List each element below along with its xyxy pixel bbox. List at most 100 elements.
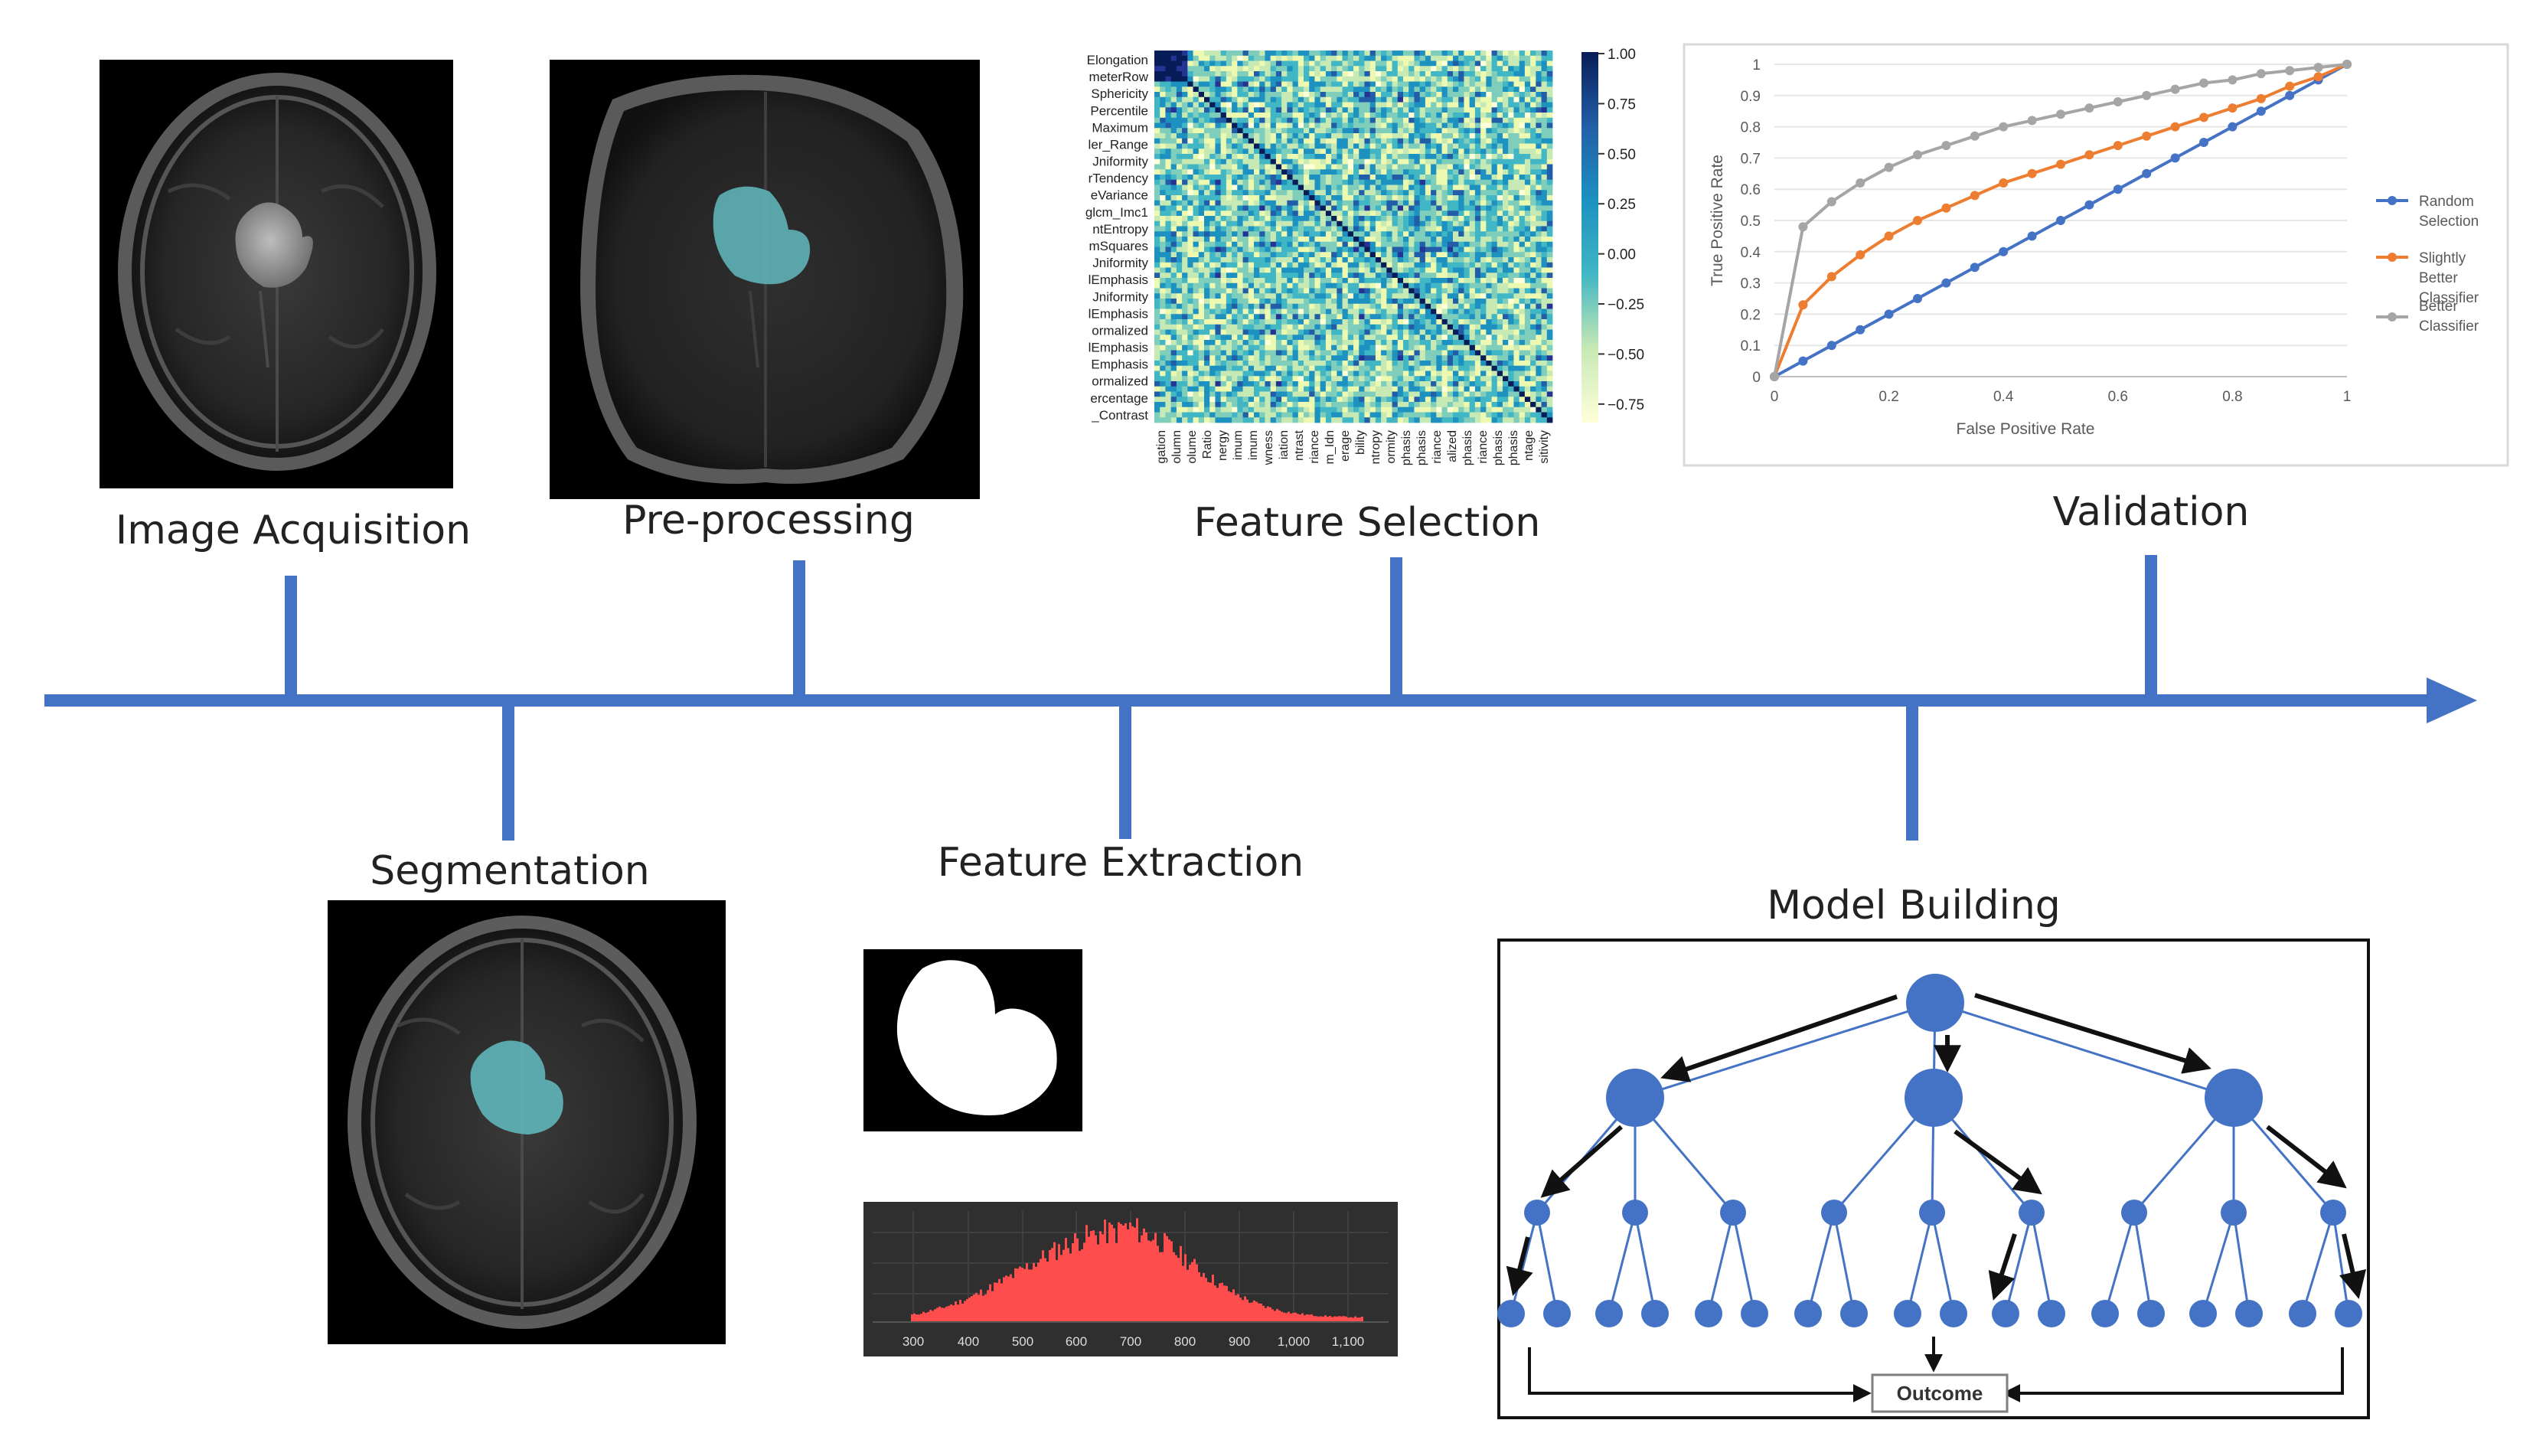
heatmap-cell (1425, 231, 1431, 237)
heatmap-cell (1259, 113, 1265, 119)
heatmap-cell (1474, 237, 1481, 243)
heatmap-cell (1425, 293, 1431, 299)
heatmap-cell (1270, 179, 1277, 185)
heatmap-cell (1381, 164, 1387, 170)
heatmap-cell (1314, 355, 1321, 361)
heatmap-cell (1541, 51, 1548, 57)
heatmap-cell (1369, 371, 1376, 377)
heatmap-cell (1458, 102, 1464, 108)
heatmap-cell (1359, 381, 1365, 387)
heatmap-cell (1220, 241, 1227, 247)
heatmap-cell (1281, 60, 1288, 67)
heatmap-cell (1431, 143, 1437, 149)
heatmap-cell (1419, 76, 1426, 82)
heatmap-cell (1275, 117, 1282, 123)
heatmap-cell (1275, 216, 1282, 222)
heatmap-cell (1364, 350, 1371, 356)
heatmap-cell (1425, 314, 1431, 320)
heatmap-cell (1160, 60, 1166, 67)
heatmap-cell (1254, 149, 1260, 155)
heatmap-cell (1215, 335, 1222, 341)
heatmap-cell (1198, 231, 1205, 237)
heatmap-cell (1524, 329, 1531, 335)
heatmap-cell (1386, 262, 1392, 268)
heatmap-cell (1425, 273, 1431, 279)
heatmap-cell (1491, 87, 1498, 93)
heatmap-cell (1237, 299, 1243, 305)
heatmap-cell (1386, 288, 1392, 294)
heatmap-cell (1369, 220, 1376, 227)
heatmap-cell (1353, 158, 1359, 165)
heatmap-cell (1524, 216, 1531, 222)
heatmap-cell (1165, 386, 1172, 392)
heatmap-cell (1215, 205, 1222, 211)
heatmap-cell (1242, 309, 1249, 315)
heatmap-cell (1331, 365, 1337, 371)
heatmap-cell (1320, 81, 1327, 87)
heatmap-cell (1232, 51, 1238, 57)
heatmap-cell (1254, 262, 1260, 268)
heatmap-cell (1408, 303, 1415, 309)
heatmap-cell (1541, 211, 1548, 217)
heatmap-cell (1441, 195, 1448, 201)
heatmap-cell (1165, 391, 1172, 397)
heatmap-cell (1275, 179, 1282, 185)
heatmap-cell (1491, 51, 1498, 57)
heatmap-cell (1198, 158, 1205, 165)
heatmap-cell (1414, 319, 1421, 325)
heatmap-cell (1248, 237, 1255, 243)
heatmap-cell (1292, 288, 1299, 294)
heatmap-cell (1386, 267, 1392, 273)
heatmap-cell (1369, 267, 1376, 273)
heatmap-cell (1403, 231, 1409, 237)
heatmap-cell (1265, 226, 1271, 232)
heatmap-cell (1408, 241, 1415, 247)
heatmap-cell (1248, 200, 1255, 206)
heatmap-cell (1337, 66, 1343, 72)
heatmap-cell (1275, 226, 1282, 232)
heatmap-cell (1503, 220, 1509, 227)
heatmap-cell (1546, 205, 1553, 211)
heatmap-cell (1359, 237, 1365, 243)
heatmap-cell (1447, 376, 1454, 382)
heatmap-cell (1320, 344, 1327, 351)
heatmap-cell (1546, 335, 1553, 341)
heatmap-cell (1431, 211, 1437, 217)
heatmap-cell (1154, 92, 1160, 98)
heatmap-cell (1270, 92, 1277, 98)
heatmap-cell (1497, 262, 1503, 268)
heatmap-cell (1536, 288, 1542, 294)
heatmap-cell (1469, 340, 1476, 346)
heatmap-cell (1381, 386, 1387, 392)
heatmap-cell (1458, 184, 1464, 191)
heatmap-cell (1480, 211, 1487, 217)
heatmap-cell (1292, 231, 1299, 237)
histogram-bar (1088, 1236, 1090, 1322)
heatmap-cell (1314, 309, 1321, 315)
heatmap-cell (1441, 246, 1448, 253)
heatmap-cell (1408, 51, 1415, 57)
heatmap-cell (1204, 66, 1210, 72)
heatmap-cell (1331, 133, 1337, 139)
heatmap-cell (1474, 371, 1481, 377)
heatmap-cell (1436, 376, 1442, 382)
heatmap-cell (1524, 164, 1531, 170)
heatmap-cell (1425, 262, 1431, 268)
heatmap-cell (1431, 386, 1437, 392)
heatmap-cell (1337, 361, 1343, 367)
heatmap-cell (1342, 200, 1349, 206)
heatmap-cell (1469, 262, 1476, 268)
heatmap-cell (1408, 381, 1415, 387)
heatmap-cell (1215, 299, 1222, 305)
heatmap-cell (1425, 340, 1431, 346)
heatmap-cell (1480, 60, 1487, 67)
heatmap-cell (1314, 237, 1321, 243)
heatmap-cell (1182, 293, 1188, 299)
heatmap-cell (1309, 319, 1315, 325)
heatmap-cell (1414, 267, 1421, 273)
heatmap-cell (1392, 282, 1399, 289)
histogram-bar (1145, 1232, 1147, 1322)
stage-label-validation: Validation (2053, 489, 2250, 535)
histogram-bar (1301, 1313, 1304, 1322)
stage-label-model-building: Model Building (1767, 883, 2061, 929)
